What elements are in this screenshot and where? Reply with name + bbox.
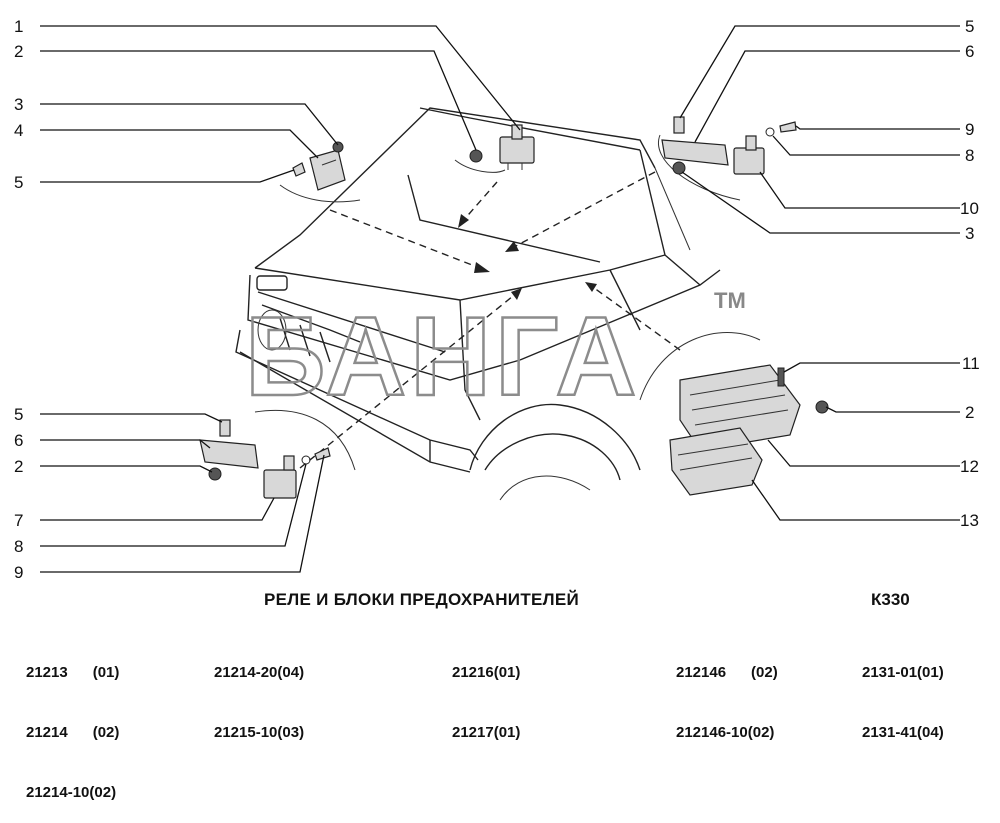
callout-12-right: 12 xyxy=(960,457,979,476)
callout-3: 3 xyxy=(14,95,23,114)
callout-6-right: 6 xyxy=(965,42,974,61)
callout-6-bottom: 6 xyxy=(14,431,23,450)
bracket-bottom-left xyxy=(199,419,259,481)
relay-right xyxy=(733,121,797,175)
relay-top xyxy=(499,124,535,170)
parts-diagram: БАНГА TM 1 2 3 4 5 5 6 xyxy=(14,17,980,582)
model-row: 21214 (02) xyxy=(26,724,120,741)
models-col-2: 21214-20(04) 21215-10(03) xyxy=(214,623,304,763)
callout-2-bottom: 2 xyxy=(14,457,23,476)
nut-left xyxy=(332,141,344,153)
model-row: 21215-10(03) xyxy=(214,724,305,741)
callout-4: 4 xyxy=(14,121,23,140)
callout-8-right: 8 xyxy=(965,146,974,165)
callout-10-right: 10 xyxy=(960,199,979,218)
watermark-text: БАНГА xyxy=(245,294,640,419)
model-row: 21216(01) xyxy=(452,664,521,681)
model-row: 21214-20(04) xyxy=(214,664,305,681)
diagram-title: РЕЛЕ И БЛОКИ ПРЕДОХРАНИТЕЛЕЙ xyxy=(264,590,580,609)
models-col-4: 212146 (02) 212146-10(02) xyxy=(676,623,778,763)
bracket-right xyxy=(661,116,729,175)
model-row: 212146 (02) xyxy=(676,664,778,681)
model-row: 212146-10(02) xyxy=(676,724,775,741)
callout-7-bottom: 7 xyxy=(14,511,23,530)
relay-left xyxy=(309,149,346,191)
callout-2: 2 xyxy=(14,42,23,61)
callout-9-right: 9 xyxy=(965,120,974,139)
callouts-left-bottom: 5 6 2 7 8 9 xyxy=(14,405,23,582)
diagram-code: К330 xyxy=(871,590,910,609)
model-row: 2131-01(01) xyxy=(862,664,944,681)
models-col-1: 21213 (01) 21214 (02) 21214-10(02) xyxy=(26,623,119,823)
callout-5: 5 xyxy=(14,173,23,192)
callout-5-bottom: 5 xyxy=(14,405,23,424)
callout-13-right: 13 xyxy=(960,511,979,530)
leader-lines xyxy=(40,25,960,573)
callout-2-right: 2 xyxy=(965,403,974,422)
model-row: 21213 (01) xyxy=(26,664,120,681)
fuse-block-upper xyxy=(679,364,829,451)
nut-top xyxy=(469,149,483,163)
watermark-tm: TM xyxy=(714,288,746,313)
model-row: 21217(01) xyxy=(452,724,521,741)
model-row: 21214-10(02) xyxy=(26,784,117,801)
mount-arrows xyxy=(299,171,681,469)
callout-9-bottom: 9 xyxy=(14,563,23,582)
callout-1: 1 xyxy=(14,17,23,36)
models-col-3: 21216(01) 21217(01) xyxy=(452,623,520,763)
fuse-block-lower xyxy=(669,427,763,496)
callout-8-bottom: 8 xyxy=(14,537,23,556)
relay-bottom-left xyxy=(263,447,331,499)
model-row: 2131-41(04) xyxy=(862,724,944,741)
models-col-5: 2131-01(01) 2131-41(04) xyxy=(862,623,944,763)
callouts-right: 5 6 9 8 10 3 11 2 12 13 xyxy=(960,17,980,530)
vehicle-outline xyxy=(235,107,721,501)
callouts-left-top: 1 2 3 4 5 xyxy=(14,17,23,192)
callout-5-right: 5 xyxy=(965,17,974,36)
screw-left xyxy=(292,162,306,177)
callout-3-right: 3 xyxy=(965,224,974,243)
callout-11-right: 11 xyxy=(962,354,980,373)
